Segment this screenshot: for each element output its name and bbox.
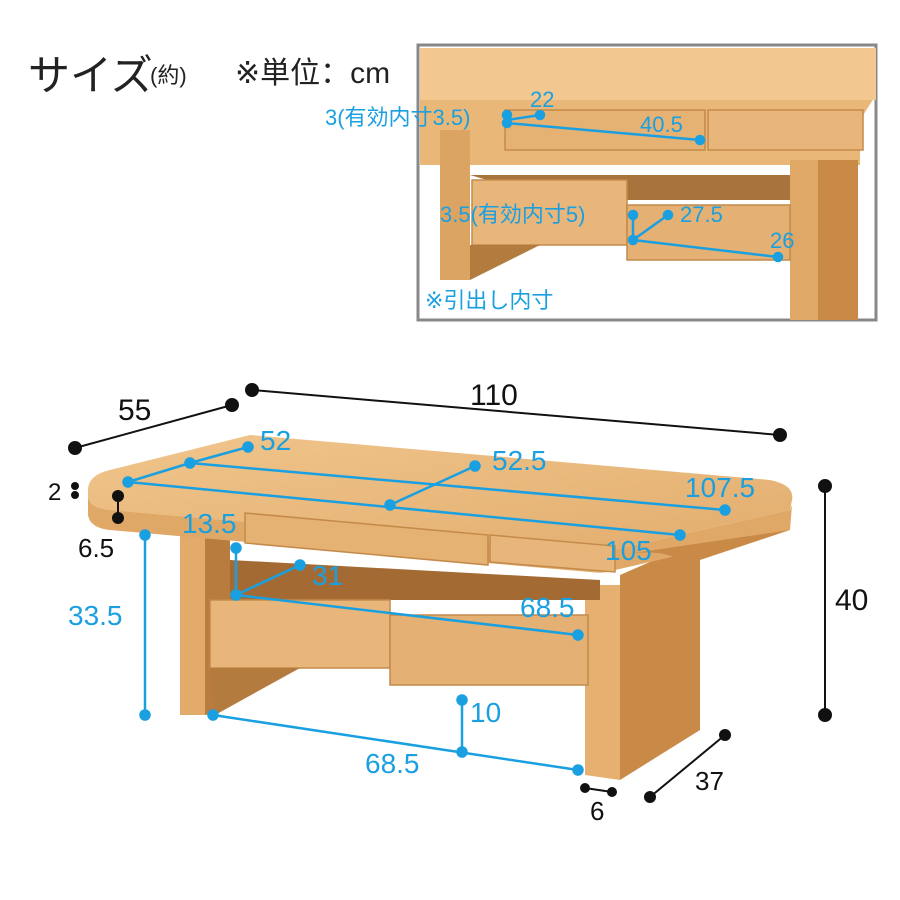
title-main: サイズ [28,52,153,99]
top-depth-inner-label: 52 [260,425,291,456]
lower-drawer-right [389,614,589,686]
inset-left-leg [440,130,470,280]
leg-height-label: 33.5 [68,600,123,631]
title-unit: ※単位：cm [235,57,391,90]
inset-d2-width-label: 26 [770,228,794,253]
detail-dimension-lines [122,441,731,776]
top-thickness-label: 2 [48,479,61,506]
leg-thick-label: 6 [590,796,604,826]
shelf-width-label: 68.5 [520,592,575,623]
overall-dimension-lines [68,383,832,803]
base-width-label: 68.5 [365,748,420,779]
width-total-label: 110 [470,379,518,412]
inset-d2-depth-label: 27.5 [680,202,723,227]
depth-total-label: 55 [118,394,151,427]
tabletop-edge [88,495,792,573]
top-front-label: 105 [605,535,652,566]
inset-d1-depth-label: 22 [530,87,554,112]
drawer-height-label: 13.5 [182,508,237,539]
right-leg-front [585,585,620,780]
inset-d1-height-label: 3(有効内寸3.5) [325,105,470,130]
inset-d2-height-label: 3.5(有効内寸5) [440,202,585,227]
top-half-label: 52.5 [492,445,547,476]
inset-lower-drawer-right [626,204,791,261]
top-width-inner-label: 107.5 [685,472,755,503]
shelf-depth-label: 31 [312,560,343,591]
right-leg-side [620,540,700,780]
inset-dimension-lines [501,109,784,263]
top-drawer [244,512,489,566]
inset-closeup: 3(有効内寸3.5) 22 40.5 3.5(有効内寸5) 27.5 26 ※引… [325,43,878,322]
title-approx: (約) [150,63,187,88]
inset-lower-drawer-left [471,179,628,246]
inset-d1-width-label: 40.5 [640,112,683,137]
main-table [88,435,793,780]
base-clear-label: 10 [470,697,501,728]
inset-right-leg [790,160,820,320]
height-total-label: 40 [835,584,868,617]
top-edge-label: 6.5 [78,533,114,563]
inset-note: ※引出し内寸 [425,288,553,313]
base-depth-label: 37 [695,766,724,796]
